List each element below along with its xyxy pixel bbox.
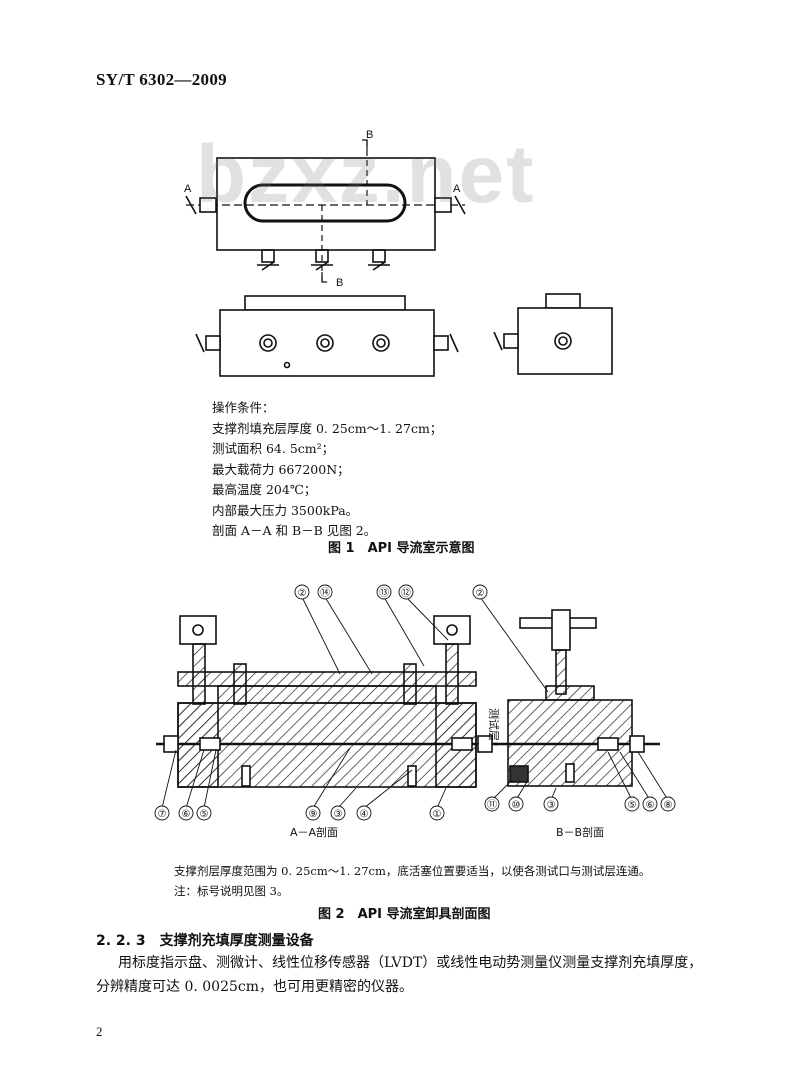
callout: ④ bbox=[360, 809, 369, 820]
callout: ⑫ bbox=[401, 587, 411, 599]
callout: ⑥ bbox=[646, 800, 655, 811]
condition-line: 最大载荷力 667200N； bbox=[212, 461, 350, 477]
figure1-caption: 图 1 API 导流室示意图 bbox=[328, 541, 475, 556]
figure2-drawing: ② ⑭ ⑬ ⑫ ② ⑦ ⑥ ⑤ ⑨ ③ ④ ① ⑪ ⑩ ③ ⑤ ⑥ ⑧ 测试层 … bbox=[154, 584, 676, 839]
test-layer-label: 测试层 bbox=[487, 708, 500, 741]
operating-conditions: 操作条件： 支撑剂填充层厚度 0. 25cm～1. 27cm； 测试面积 64.… bbox=[212, 398, 442, 542]
section-label-b-bottom: B bbox=[336, 277, 343, 289]
condition-line: 内部最大压力 3500kPa。 bbox=[212, 502, 359, 518]
callout: ⑪ bbox=[487, 799, 497, 811]
figure2-note-1: 支撑剂层厚度范围为 0. 25cm～1. 27cm，底活塞位置要适当，以使各测试… bbox=[174, 864, 651, 878]
section-paragraph-line-1: 用标度指示盘、测微计、线性位移传感器（LVDT）或线性电动势测量仪测量支撑剂充填… bbox=[118, 955, 703, 971]
callout: ⑥ bbox=[182, 809, 191, 820]
view-label-bb: B－B剖面 bbox=[556, 825, 604, 839]
section-label-a-left: A bbox=[184, 183, 192, 195]
condition-line: 最高温度 204℃； bbox=[212, 482, 317, 497]
callout: ③ bbox=[547, 800, 556, 811]
section-label-b-top: B bbox=[366, 129, 373, 141]
page-number: 2 bbox=[96, 1024, 103, 1039]
callout: ② bbox=[298, 588, 307, 599]
section-label-a-right: A bbox=[453, 183, 461, 195]
view-label-aa: A－A剖面 bbox=[290, 825, 338, 839]
figure2-note-2: 注：标号说明见图 3。 bbox=[174, 884, 289, 898]
callout: ⑧ bbox=[664, 800, 673, 811]
condition-line: 操作条件： bbox=[212, 400, 275, 415]
callout: ⑩ bbox=[512, 800, 521, 811]
section-paragraph-line-2: 分辨精度可达 0. 0025cm，也可用更精密的仪器。 bbox=[96, 979, 414, 995]
callout: ⑤ bbox=[200, 809, 209, 820]
callout: ③ bbox=[334, 809, 343, 820]
callout: ② bbox=[476, 588, 485, 599]
callout: ① bbox=[433, 809, 442, 820]
section-heading: 2. 2. 3 支撑剂充填厚度测量设备 bbox=[96, 933, 314, 949]
figure1-drawing: A A B B bbox=[184, 129, 613, 377]
standard-code: SY/T 6302—2009 bbox=[96, 70, 227, 89]
figure2-caption: 图 2 API 导流室卸具剖面图 bbox=[318, 907, 491, 922]
callout: ⑭ bbox=[320, 587, 330, 599]
callout: ⑨ bbox=[309, 809, 318, 820]
callout: ⑬ bbox=[379, 587, 389, 599]
condition-line: 剖面 A－A 和 B－B 见图 2。 bbox=[212, 523, 377, 538]
callout: ⑤ bbox=[628, 800, 637, 811]
condition-line: 测试面积 64. 5cm²； bbox=[212, 441, 335, 456]
callout: ⑦ bbox=[158, 809, 167, 820]
condition-line: 支撑剂填充层厚度 0. 25cm～1. 27cm； bbox=[212, 420, 443, 436]
